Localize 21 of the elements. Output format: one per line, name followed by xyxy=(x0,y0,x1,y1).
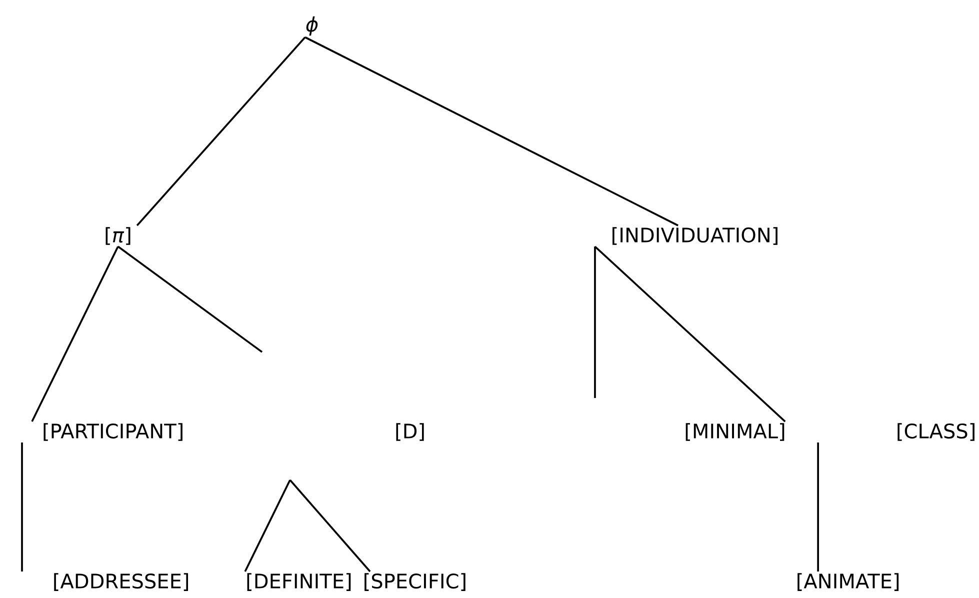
feature-label: [ANIMATE] xyxy=(798,573,899,591)
feature-label: [D] xyxy=(396,423,424,441)
feature-label: ϕ xyxy=(306,16,318,36)
feature-label: [PARTICIPANT] xyxy=(44,423,182,441)
tree-branch xyxy=(31,246,119,422)
tree-branch xyxy=(594,246,596,398)
tree-branch xyxy=(594,246,786,422)
tree-branch xyxy=(304,36,678,226)
feature-label: [DEFINITE] xyxy=(247,573,351,591)
feature-label: [MINIMAL] xyxy=(686,423,784,441)
feature-label: [INDIVIDUATION] xyxy=(612,227,778,245)
tree-branch xyxy=(289,479,371,572)
tree-branch xyxy=(21,442,23,572)
feature-label: [SPECIFIC] xyxy=(364,573,466,591)
feature-label: [π] xyxy=(106,227,130,245)
feature-label: [ADDRESSEE] xyxy=(54,573,188,591)
tree-branch xyxy=(244,480,291,572)
tree-branch xyxy=(117,246,263,353)
tree-branch xyxy=(136,36,306,226)
tree-branch xyxy=(817,442,819,572)
feature-label: [CLASS] xyxy=(898,423,974,441)
